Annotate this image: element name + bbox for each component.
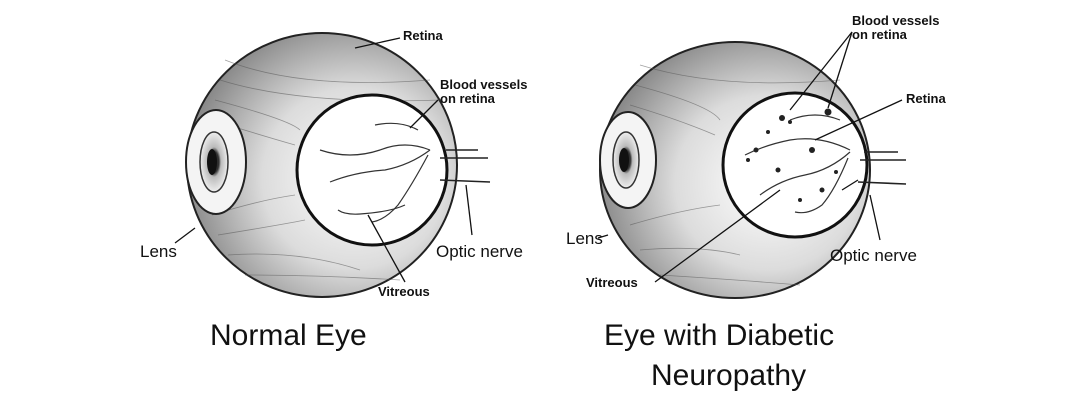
diabetic-pointer-lines: [597, 31, 903, 283]
normal-eye-caption: Normal Eye: [210, 319, 367, 352]
diabetic-pupil: [619, 148, 629, 172]
diabetic-retina-vessels: [744, 114, 851, 214]
diabetic-retina-label: Retina: [906, 91, 946, 106]
normal-optic-nerve-label: Optic nerve: [436, 242, 523, 261]
diabetic-retina-lesions: [746, 108, 838, 202]
diabetic-retina-magnified-circle: [721, 91, 869, 239]
normal-blood-vessels-label-line1: Blood vessels: [440, 77, 528, 92]
diabetic-eye-caption-line1: Eye with Diabetic: [604, 319, 835, 352]
diabetic-lens-label: Lens: [566, 229, 603, 248]
normal-lens-label: Lens: [140, 242, 177, 261]
normal-eye-drawing: [174, 32, 491, 298]
normal-retina-vessels: [319, 122, 431, 223]
normal-retina-label: Retina: [403, 28, 443, 43]
normal-vitreous-label: Vitreous: [378, 284, 430, 299]
diabetic-optic-nerve-label: Optic nerve: [830, 246, 917, 265]
diabetic-blood-vessels-label-line2: on retina: [852, 27, 907, 42]
diabetic-eye-caption-line2: Neuropathy: [651, 359, 807, 392]
diabetic-blood-vessels-label-line1: Blood vessels: [852, 13, 940, 28]
normal-optic-nerve-drawing: [439, 149, 491, 183]
normal-pupil: [207, 149, 217, 175]
normal-blood-vessels-label-line2: on retina: [440, 91, 495, 106]
normal-pointer-lines: [174, 37, 473, 283]
diabetic-optic-nerve-drawing: [857, 151, 907, 185]
normal-retina-magnified-circle: [295, 93, 449, 247]
diabetic-eye-drawing: [597, 31, 907, 299]
diabetic-vitreous-label: Vitreous: [586, 275, 638, 290]
